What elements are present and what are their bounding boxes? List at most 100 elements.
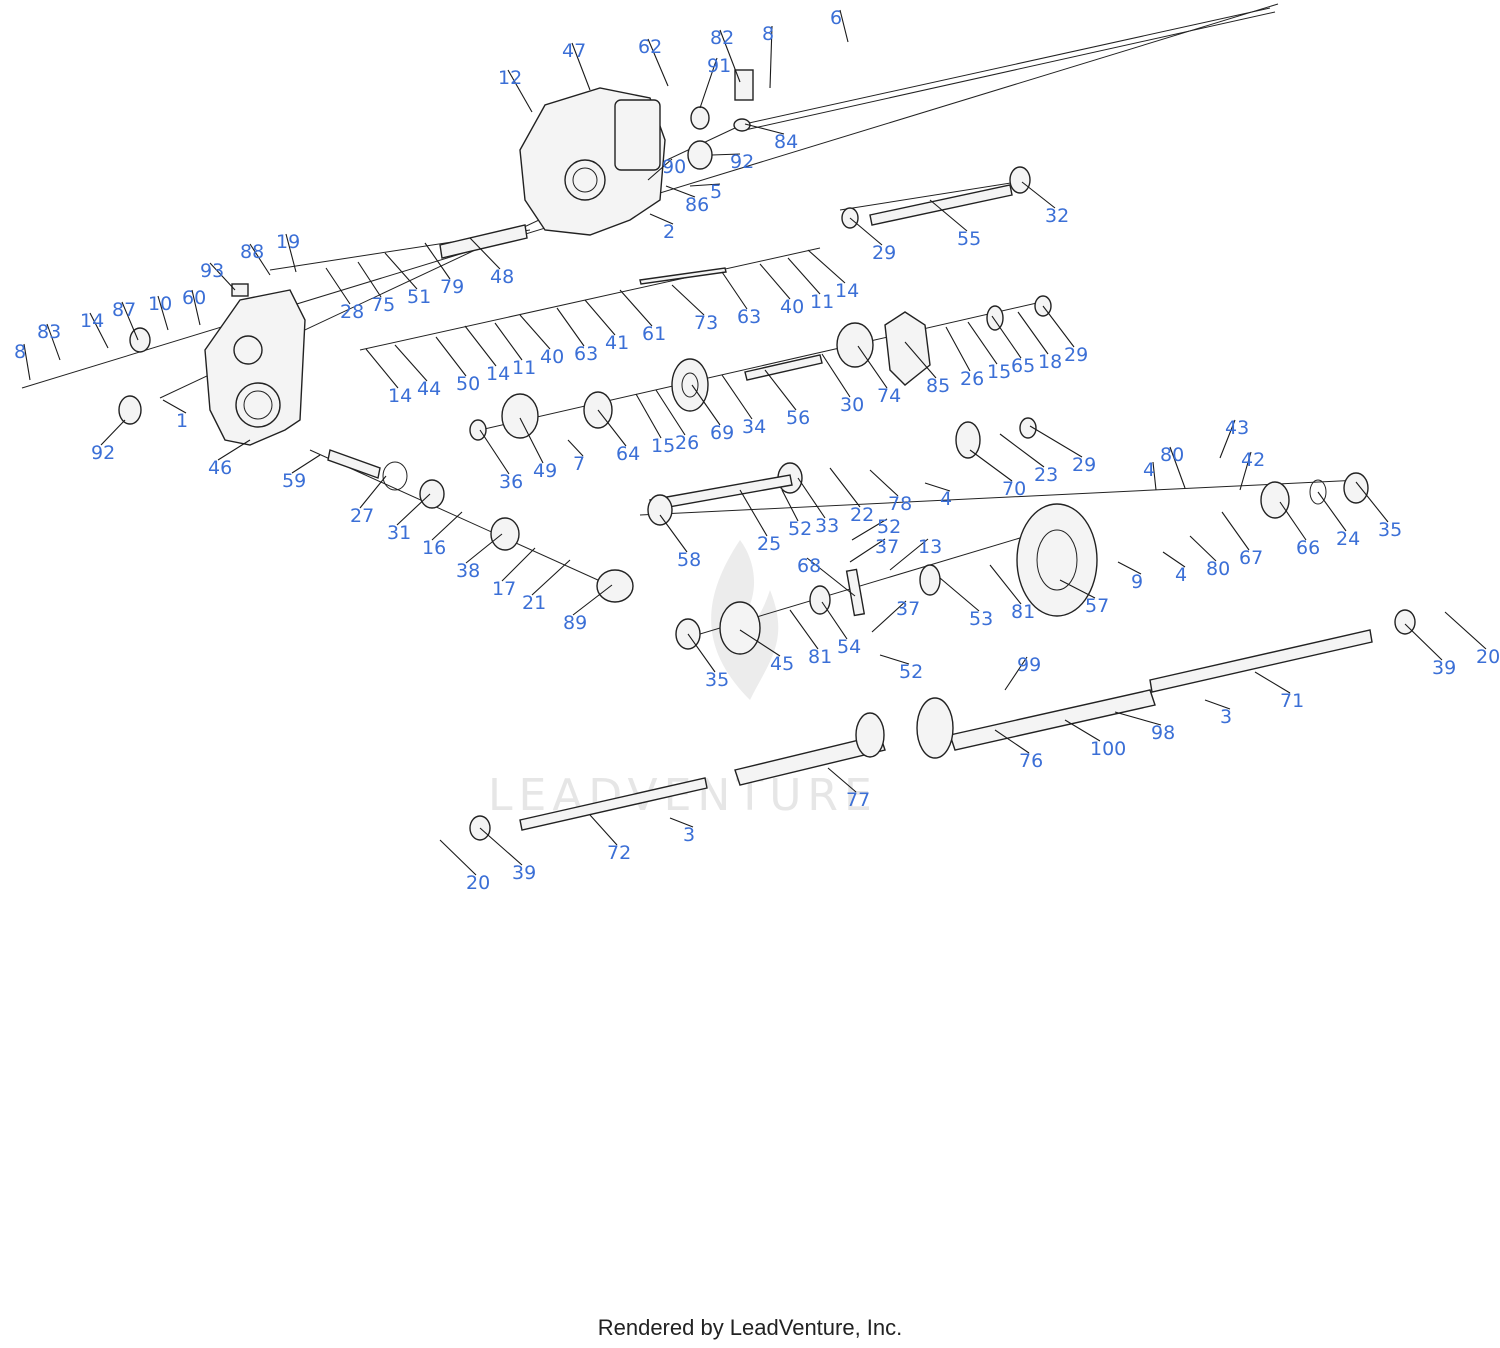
callout-leader — [394, 344, 428, 382]
callout-leader — [567, 439, 584, 457]
callout-label: 25 — [757, 533, 781, 555]
callout-label: 51 — [407, 286, 431, 308]
callout-leader — [1169, 446, 1186, 489]
callout-leader — [689, 183, 721, 187]
callout-leader — [1059, 579, 1096, 599]
callout-label: 80 — [1160, 444, 1184, 466]
callout-label: 60 — [182, 287, 206, 309]
callout-label: 83 — [37, 321, 61, 343]
callout-leader — [359, 475, 387, 509]
callout-label: 86 — [685, 194, 709, 216]
callout-label: 87 — [112, 299, 136, 321]
callout-leader — [849, 217, 883, 246]
callout-label: 17 — [492, 578, 516, 600]
callout-label: 34 — [742, 416, 766, 438]
callout-label: 64 — [616, 443, 640, 465]
callout-leader — [435, 336, 467, 377]
callout-leader — [969, 449, 1013, 482]
callout-leader — [1004, 656, 1028, 691]
callout-label: 71 — [1280, 690, 1304, 712]
callout-leader — [999, 433, 1045, 468]
callout-label: 26 — [960, 368, 984, 390]
callout-leader — [191, 289, 201, 326]
callout-leader — [597, 409, 627, 447]
callout-leader — [839, 9, 849, 43]
callout-leader — [589, 814, 618, 846]
callout-leader — [924, 482, 951, 492]
callout-leader — [739, 629, 781, 657]
callout-leader — [769, 25, 773, 89]
callout-leader — [711, 153, 741, 156]
seals-and-bearings — [118, 106, 1416, 841]
callout-label: 20 — [466, 872, 490, 894]
callout-label: 73 — [694, 312, 718, 334]
callout-leader — [501, 547, 536, 582]
callouts: 1233444567889101111121314141414151516171… — [14, 7, 1500, 894]
callout-label: 7 — [573, 453, 585, 475]
callout-leader — [829, 467, 861, 508]
callout-leader — [1114, 711, 1162, 726]
callout-leader — [1152, 461, 1157, 491]
callout-leader — [649, 213, 674, 225]
callout-label: 32 — [1045, 205, 1069, 227]
callout-leader — [325, 267, 351, 305]
callout-leader — [531, 559, 571, 596]
callout-leader — [669, 817, 694, 828]
callout-label: 76 — [1019, 750, 1043, 772]
callout-leader — [572, 584, 613, 616]
callout-label: 88 — [240, 241, 264, 263]
callout-label: 3 — [683, 824, 695, 846]
callout-leader — [806, 557, 856, 597]
callout-leader — [1021, 181, 1056, 209]
callout-label: 52 — [877, 516, 901, 538]
callout-leader — [209, 262, 236, 291]
callout-label: 43 — [1225, 417, 1249, 439]
callout-leader — [556, 307, 585, 347]
callout-label: 92 — [730, 151, 754, 173]
callout-label: 46 — [208, 457, 232, 479]
callout-label: 29 — [1072, 454, 1096, 476]
callout-label: 65 — [1011, 355, 1035, 377]
callout-label: 39 — [1432, 657, 1456, 679]
callout-label: 89 — [563, 612, 587, 634]
callout-leader — [1162, 551, 1186, 568]
callout-leader — [1204, 699, 1231, 710]
callout-label: 99 — [1017, 654, 1041, 676]
callout-leader — [797, 477, 826, 519]
callout-leader — [464, 325, 497, 367]
callout-leader — [687, 633, 716, 673]
callout-leader — [439, 839, 477, 876]
callout-leader — [365, 348, 399, 389]
callout-label: 82 — [710, 27, 734, 49]
callout-label: 98 — [1151, 722, 1175, 744]
callout-label: 35 — [705, 669, 729, 691]
callout-leader — [781, 489, 799, 522]
callout-leader — [357, 261, 382, 298]
left-transaxle-housing — [204, 283, 306, 446]
callout-leader — [945, 326, 971, 372]
callout-label: 4 — [1175, 564, 1187, 586]
callout-leader — [479, 827, 523, 866]
callout-leader — [46, 323, 61, 361]
callout-leader — [721, 271, 748, 310]
callout-label: 68 — [797, 555, 821, 577]
callout-leader — [162, 399, 187, 414]
callout-leader — [691, 384, 721, 426]
callout-leader — [249, 243, 271, 276]
callout-label: 5 — [710, 181, 722, 203]
callout-label: 47 — [562, 40, 586, 62]
callout-label: 52 — [788, 518, 812, 540]
callout-label: 11 — [810, 291, 834, 313]
callout-leader — [659, 514, 688, 553]
callout-leader — [719, 29, 741, 83]
callout-leader — [121, 301, 139, 341]
callout-leader — [991, 315, 1022, 359]
callout-label: 15 — [987, 361, 1011, 383]
callout-leader — [1317, 491, 1347, 532]
callout-label: 55 — [957, 228, 981, 250]
callout-label: 42 — [1241, 449, 1265, 471]
callout-leader — [827, 767, 857, 793]
callout-leader — [396, 493, 431, 526]
callout-label: 45 — [770, 653, 794, 675]
callout-leader — [967, 321, 998, 365]
